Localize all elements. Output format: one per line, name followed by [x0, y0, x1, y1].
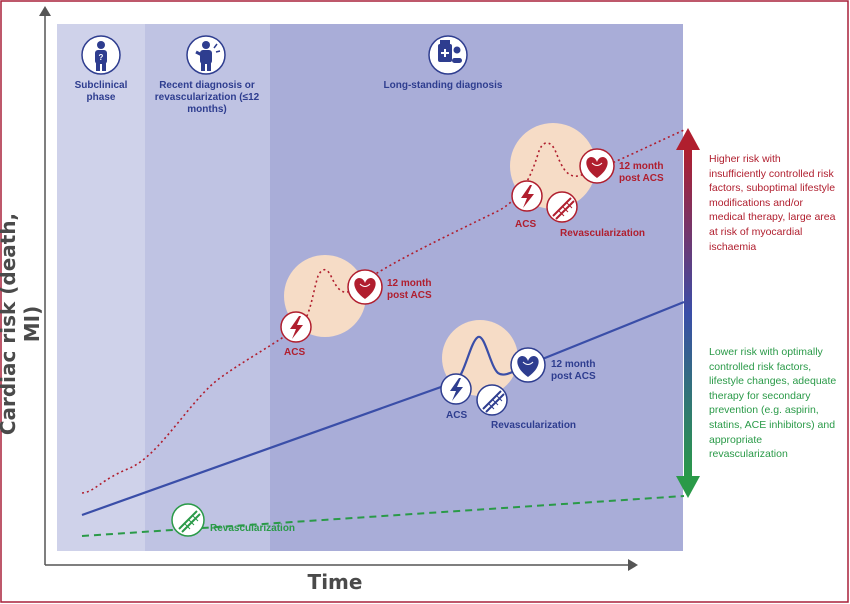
acs-lightning-icon — [440, 373, 472, 405]
higher-risk-description: Higher risk with insufficiently controll… — [709, 153, 836, 253]
medication-icon — [428, 35, 468, 75]
lower-risk-description: Lower risk with optimally controlled ris… — [709, 346, 837, 461]
acs-lightning-icon — [280, 311, 312, 343]
phase-recent-label: Recent diagnosis or revascularization (≤… — [154, 80, 260, 115]
acs-label: ACS — [515, 219, 537, 230]
heart-icon — [510, 347, 546, 383]
acs-lightning-icon — [511, 180, 543, 212]
revascularization-label: Revascularization — [560, 228, 646, 239]
risk-scale-down-arrowhead — [676, 476, 700, 498]
heart-icon — [579, 148, 615, 184]
heart-icon — [347, 269, 383, 305]
phase-subclinical-label: Subclinical phase — [74, 80, 128, 103]
person-chest-pain-icon — [186, 35, 226, 75]
revascularization-label: Revascularization — [491, 420, 577, 431]
high-risk-path — [81, 129, 685, 494]
phase-recent-band — [145, 24, 270, 551]
post-acs-label: 12 month post ACS — [551, 359, 596, 382]
post-acs-label: 12 month post ACS — [387, 278, 432, 301]
risk-scale-up-arrowhead — [676, 128, 700, 150]
stent-icon — [476, 384, 508, 416]
y-axis-title: Cardiac risk (death, MI) — [0, 212, 44, 436]
person-question-icon: ? — [81, 35, 121, 75]
stent-icon — [171, 503, 205, 537]
phase-longstanding-label: Long-standing diagnosis — [383, 80, 503, 91]
acs-label: ACS — [446, 410, 468, 421]
revascularization-label: Revascularization — [210, 523, 296, 534]
x-axis-arrowhead — [628, 559, 638, 571]
acs-label: ACS — [284, 347, 306, 358]
svg-text:?: ? — [99, 53, 104, 62]
post-acs-label: 12 month post ACS — [619, 161, 664, 184]
stent-icon — [546, 191, 578, 223]
risk-scale-bar — [684, 148, 692, 478]
y-axis-arrowhead — [39, 6, 51, 16]
phase-subclinical-band — [57, 24, 145, 551]
x-axis-title: Time — [307, 570, 363, 594]
